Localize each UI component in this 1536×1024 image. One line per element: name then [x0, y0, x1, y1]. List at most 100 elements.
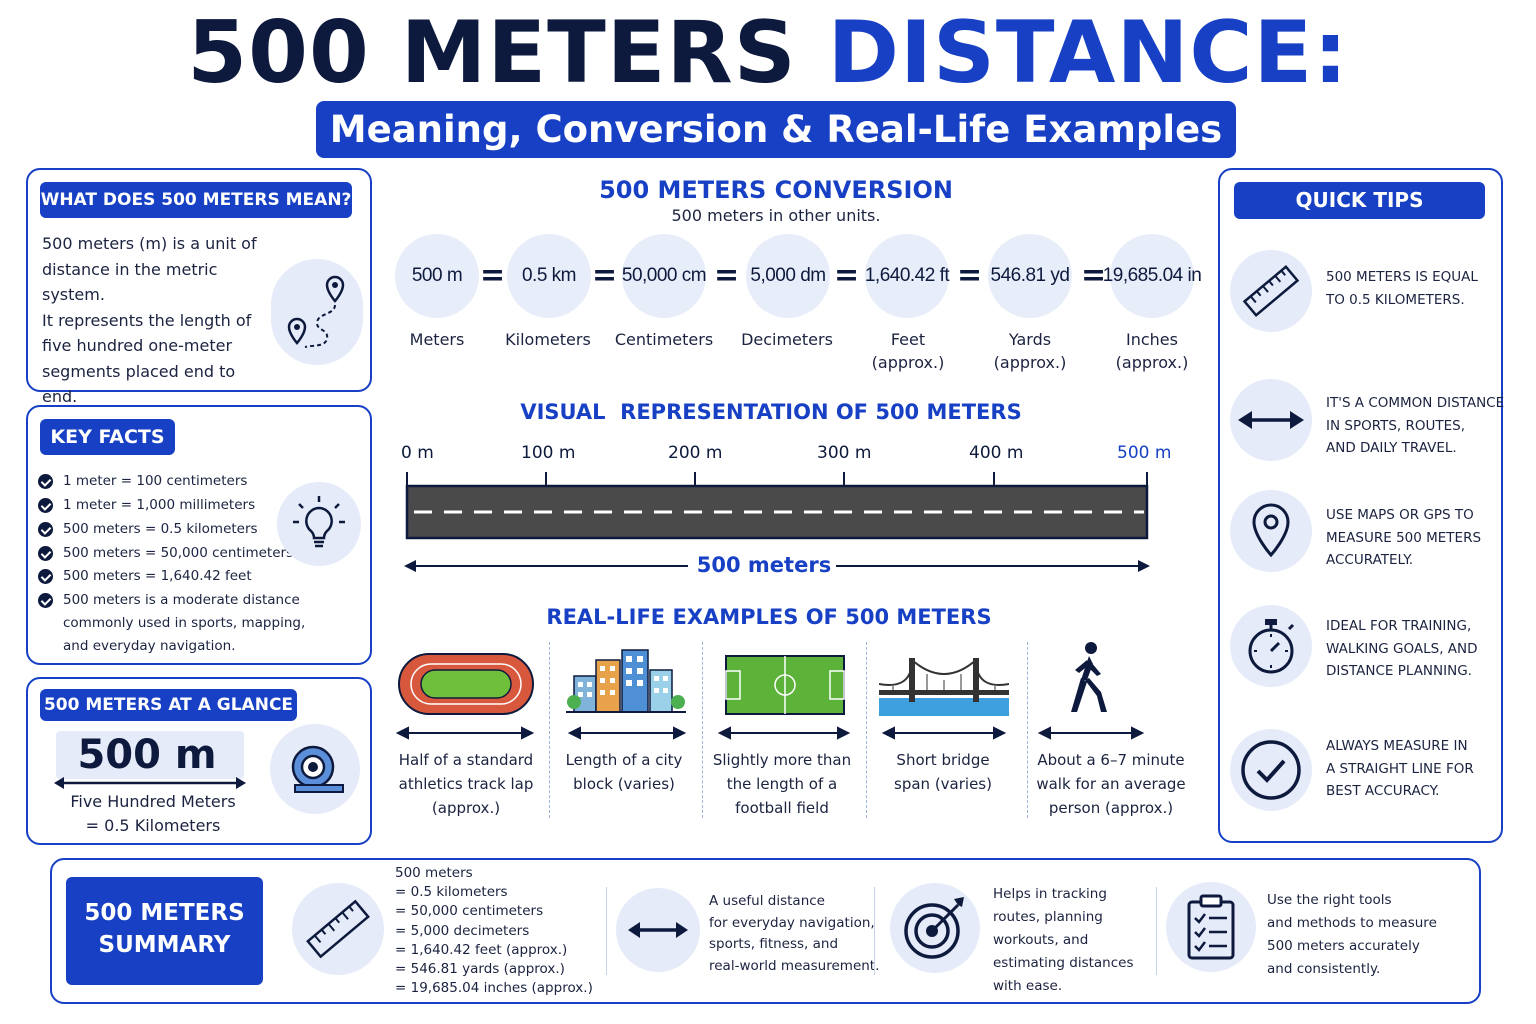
example-label: Half of a standard athletics track lap (ap…: [391, 748, 541, 820]
summary-heading-2: SUMMARY: [98, 932, 231, 958]
meaning-text: 500 meters (m) is a unit of distance in …: [42, 231, 272, 410]
tick-label: 300 m: [817, 443, 872, 463]
unit-label-line: (approx.): [871, 353, 945, 372]
fact-item: 500 meters is a moderate distance: [38, 592, 300, 608]
summary-useful-line: sports, fitness, and: [709, 936, 839, 952]
target-icon: [890, 883, 980, 973]
tip-line: walking goals, and: [1326, 640, 1478, 657]
summary-tools-line: and methods to measure: [1267, 915, 1437, 931]
example-line: Length of a city: [565, 751, 683, 769]
example-line: Half of a standard: [398, 751, 534, 769]
unit-value: 1,640.42 ft: [865, 234, 950, 318]
unit-label: Meters: [372, 328, 502, 351]
summary-conversion-line: = 1,640.42 feet (approx.): [395, 941, 568, 958]
unit-label: Feet (approx.): [843, 328, 973, 374]
example-divider: [866, 642, 867, 818]
unit-label-line: Yards: [1008, 330, 1052, 349]
lightbulb-icon: [277, 482, 361, 566]
tips-heading: QUICK TIPS: [1234, 182, 1485, 219]
unit-label: Yards (approx.): [965, 328, 1095, 374]
fact-item: 500 meters = 1,640.42 feet: [38, 568, 252, 584]
summary-useful-line: real-world measurement.: [709, 957, 880, 974]
tip-line: in sports, routes,: [1326, 417, 1466, 434]
equals-sign: =: [834, 258, 860, 293]
equals-sign: =: [592, 258, 618, 293]
ruler-icon: [1230, 250, 1312, 332]
summary-useful: A useful distance for everyday navigatio…: [709, 891, 879, 977]
summary-divider: [606, 887, 607, 975]
fact-continuation: commonly used in sports, mapping,: [63, 615, 306, 631]
summary-divider: [874, 887, 875, 975]
unit-label-line: Centimeters: [614, 330, 714, 349]
example-line: (approx.): [431, 799, 501, 817]
stopwatch-icon: [1230, 605, 1312, 687]
meaning-line: distance in the metric system.: [42, 259, 218, 305]
tip-text: 500 meters is equalto 0.5 kilometers.: [1326, 266, 1478, 311]
fact-item: 1 meter = 100 centimeters: [38, 473, 247, 489]
unit-label: Centimeters: [599, 328, 729, 351]
suspension-bridge-icon: [879, 657, 1009, 716]
tip-line: Ideal for training,: [1326, 618, 1472, 634]
fact-item: 500 meters = 0.5 kilometers: [38, 521, 258, 537]
summary-tools: Use the right tools and methods to measu…: [1267, 889, 1437, 981]
tip-line: best accuracy.: [1326, 783, 1440, 799]
unit-label: Kilometers: [483, 328, 613, 351]
summary-conversion-line: 500 meters: [395, 865, 473, 881]
glance-value-box: [56, 731, 244, 779]
double-arrow-icon: [1230, 379, 1312, 461]
example-line: athletics track lap: [398, 775, 534, 793]
unit-label-line: Meters: [409, 330, 465, 349]
fact-text: 1 meter = 100 centimeters: [63, 473, 248, 489]
summary-tracking-line: with ease.: [993, 978, 1063, 994]
title-highlight: DISTANCE:: [827, 3, 1349, 103]
unit-label-line: (approx.): [993, 353, 1067, 372]
example-line: span (varies): [894, 775, 992, 793]
tick-label-end: 500 m: [1117, 443, 1172, 463]
meaning-line: five hundred one-meter: [42, 336, 233, 355]
tip-text: Always measure ina straight line forbest…: [1326, 735, 1474, 803]
span-label: 500 meters: [696, 553, 832, 577]
checklist-icon: [1166, 882, 1256, 972]
fact-text: 500 meters is a moderate distance: [63, 592, 300, 608]
city-buildings-icon: [566, 649, 686, 713]
summary-useful-line: for everyday navigation,: [709, 914, 875, 931]
summary-tracking-line: estimating distances: [993, 955, 1134, 971]
meaning-line: 500 meters (m) is a unit of: [42, 234, 257, 253]
summary-conversion-line: = 5,000 decimeters: [395, 922, 530, 939]
summary-conversion-line: = 19,685.04 inches (approx.): [395, 980, 593, 997]
unit-label-line: Inches: [1126, 330, 1178, 349]
tip-line: distance planning.: [1326, 663, 1472, 679]
conversion-subheading: 500 meters in other units.: [671, 206, 881, 225]
tip-line: measure 500 meters: [1326, 529, 1482, 546]
summary-tools-line: and consistently.: [1267, 961, 1381, 977]
summary-tools-line: 500 meters accurately: [1267, 938, 1420, 954]
example-line: football field: [735, 799, 829, 817]
location-pin-icon: [1230, 490, 1312, 572]
glance-span-arrow: [54, 777, 246, 789]
unit-value: 0.5 km: [507, 234, 591, 318]
double-arrow-icon: [616, 888, 700, 972]
checkmark-circle-icon: [1230, 729, 1312, 811]
equals-sign: =: [480, 258, 506, 293]
football-field-icon: [725, 655, 845, 715]
summary-tracking-line: Helps in tracking: [993, 886, 1107, 902]
fact-text: 500 meters = 0.5 kilometers: [63, 521, 258, 537]
summary-conversions: 500 meters = 0.5 kilometers = 50,000 cen…: [395, 864, 593, 998]
tip-line: 500 meters is equal: [1326, 269, 1478, 285]
example-line: the length of a: [726, 775, 838, 793]
unit-label-line: Kilometers: [505, 330, 591, 349]
check-icon: [38, 593, 53, 608]
check-icon: [38, 498, 53, 513]
unit-label-line: Feet: [890, 330, 926, 349]
glance-caption-1: Five Hundred Meters: [70, 792, 236, 811]
ruler-icon: [292, 883, 384, 975]
unit-label-line: (approx.): [1115, 353, 1189, 372]
unit-value: 5,000 dm: [746, 234, 830, 318]
measuring-tape-icon: [270, 724, 360, 814]
unit-value: 50,000 cm: [622, 234, 707, 318]
summary-heading-box: [66, 877, 263, 985]
route-map-pins-icon: [271, 259, 363, 365]
